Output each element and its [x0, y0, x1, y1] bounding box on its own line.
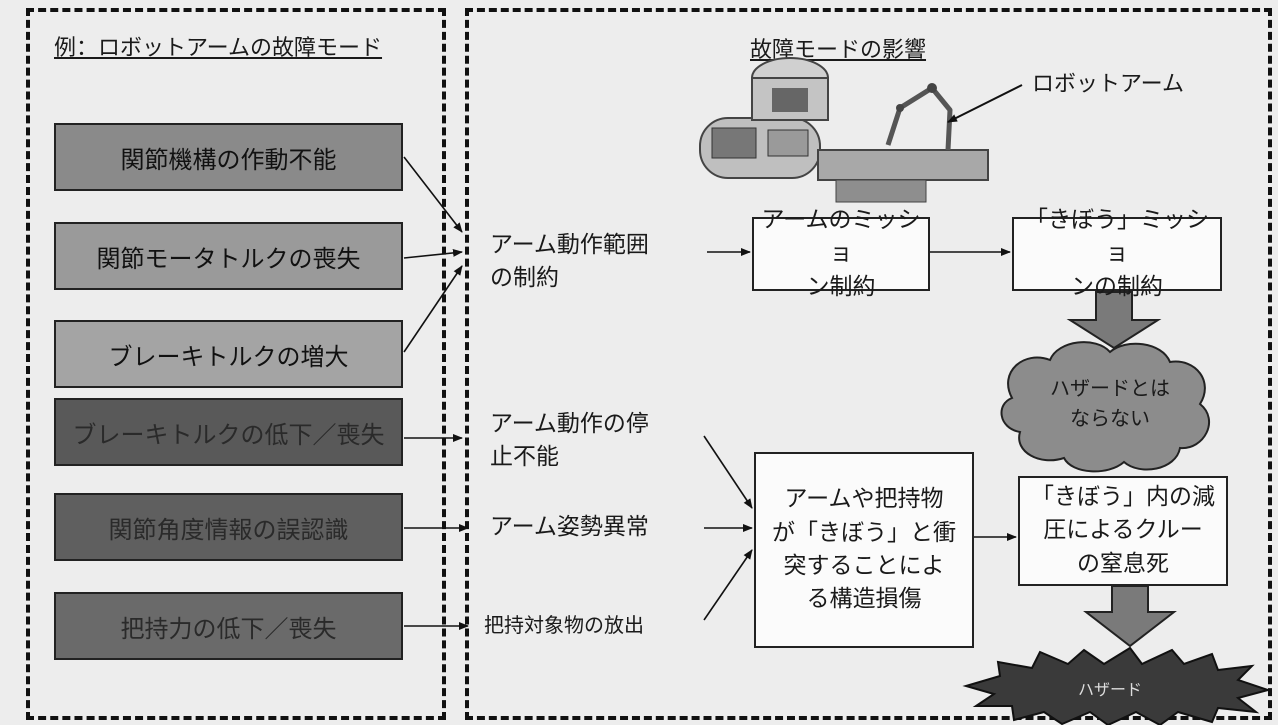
hazard-label: ハザード: [1078, 680, 1143, 699]
effect-posture-error: アーム姿勢異常: [490, 514, 649, 540]
mode-brake-torque-loss: ブレーキトルクの低下／喪失: [54, 398, 403, 466]
failure-modes-panel: [26, 8, 446, 720]
mode-grip-force-loss: 把持力の低下／喪失: [54, 592, 403, 660]
failure-modes-title: 例：ロボットアームの故障モード: [54, 36, 383, 61]
down-arrow-to-hazard: [1083, 585, 1177, 648]
effect-range-limit: アーム動作範囲 の制約: [490, 232, 649, 292]
consequence-kibo-mission: 「きぼう」ミッションの制約: [1012, 207, 1222, 300]
down-arrow-to-no-hazard: [1066, 291, 1162, 350]
mode-brake-torque-increase: ブレーキトルクの増大: [54, 320, 403, 388]
mode-joint-inoperable: 関節機構の作動不能: [54, 123, 403, 191]
mode-joint-angle-misread: 関節角度情報の誤認識: [54, 493, 403, 561]
no-hazard-text: ハザードとは ならない: [1050, 376, 1170, 430]
hazard-burst: [962, 646, 1272, 725]
robot-arm-pointer: [947, 84, 1023, 123]
connector-lines: [403, 156, 1017, 630]
consequence-arm-mission: アームのミッション制約: [752, 207, 930, 300]
effect-stop-failure: アーム動作の停 止不能: [490, 411, 649, 471]
consequence-suffocation: 「きぼう」内の減 圧によるクルー の窒息死: [1018, 476, 1228, 586]
robot-arm-label: ロボットアーム: [1032, 72, 1185, 97]
robot-arm-illustration: [699, 57, 989, 203]
effects-panel: [465, 8, 1272, 720]
consequence-collision: アームや把持物 が「きぼう」と衝 突することによ る構造損傷: [754, 452, 974, 648]
mode-motor-torque-loss: 関節モータトルクの喪失: [54, 222, 403, 290]
no-hazard-cloud: [1000, 341, 1211, 473]
effect-object-release: 把持対象物の放出: [484, 613, 644, 637]
